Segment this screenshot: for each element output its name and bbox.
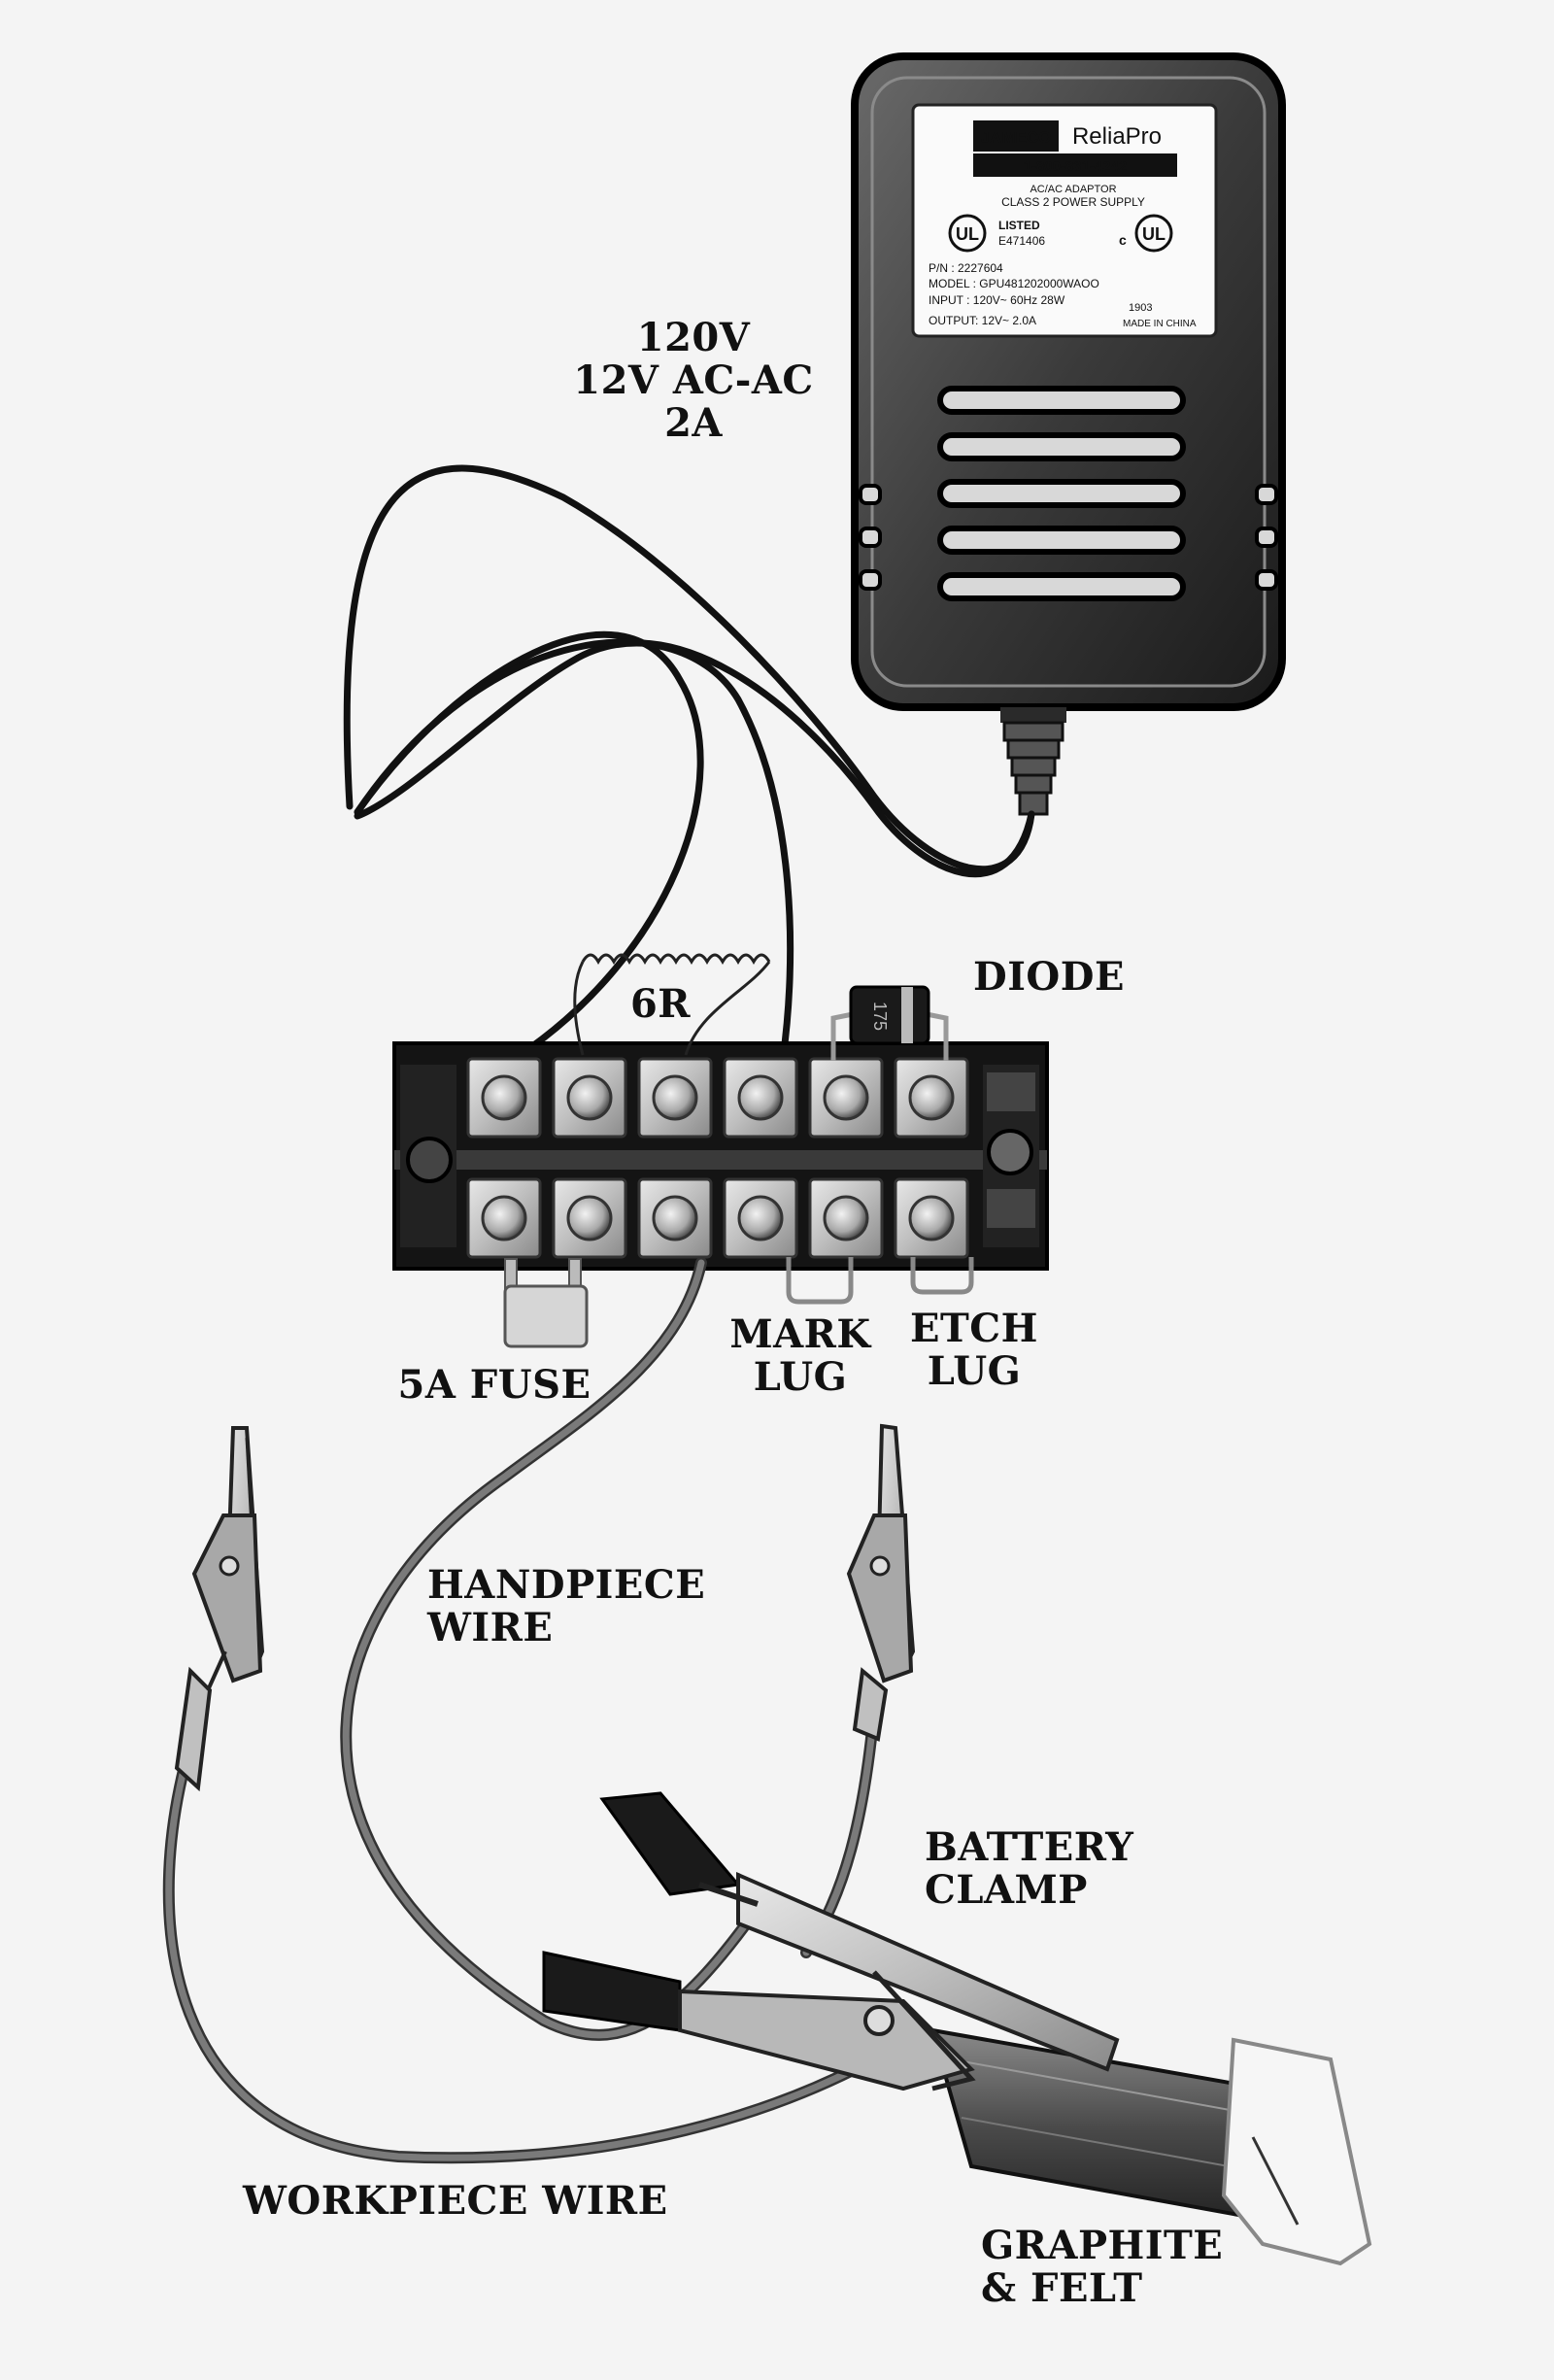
terminal-screws-top	[466, 1057, 969, 1139]
input-rating: INPUT : 120V~ 60Hz 28W	[929, 293, 1065, 307]
alligator-clip-left	[174, 1426, 265, 1792]
handpiece-wire-line-2: WIRE	[427, 1605, 554, 1650]
svg-text:UL: UL	[956, 224, 979, 244]
battery-clamp-label: BATTERY CLAMP	[925, 1826, 1167, 1912]
adapter-spec-label: 120V 12V AC-AC 2A	[567, 317, 820, 445]
ul-logo-icon	[948, 214, 987, 253]
date-code: 1903	[1129, 302, 1152, 314]
terminal-screws-bottom	[466, 1177, 969, 1259]
blade-fuse	[503, 1258, 589, 1348]
mark-lug-line-2: LUG	[753, 1354, 848, 1400]
mark-lug-label: MARK LUG	[723, 1313, 878, 1399]
terminal-block	[392, 1041, 1049, 1271]
handpiece-wire-label: HANDPIECE WIRE	[427, 1564, 719, 1649]
part-number: P/N : 2227604	[929, 261, 1003, 275]
made-in: MADE IN CHINA	[1123, 319, 1197, 329]
listed-text: LISTED	[998, 219, 1040, 232]
graphite-felt-line-1: GRAPHITE	[981, 2223, 1224, 2268]
battery-clamp-line-1: BATTERY	[925, 1824, 1134, 1870]
etch-lug-label: ETCH LUG	[892, 1308, 1057, 1393]
adapter-spec-line-2: 12V AC-AC	[573, 357, 814, 403]
graphite-felt-line-2: & FELT	[981, 2265, 1143, 2311]
brand-logo: JAMECO	[981, 128, 1052, 147]
battery-clamp	[542, 1791, 1120, 2091]
cord-strain-relief	[1000, 707, 1066, 816]
ac-adapter: JAMECO ReliaPro 1-800-831-4242 AC/AC ADA…	[851, 52, 1286, 816]
graphite-felt-label: GRAPHITE & FELT	[981, 2225, 1253, 2310]
diode-marking: 175	[870, 1002, 890, 1031]
adapter-spec-line-1: 120V	[636, 315, 751, 360]
adapter-spec-line-3: 2A	[664, 400, 723, 446]
adapter-side-notches	[859, 484, 1278, 591]
mark-lug	[786, 1257, 854, 1305]
workpiece-wire-label: WORKPIECE WIRE	[243, 2178, 668, 2224]
resistor-label: 6R	[629, 981, 692, 1027]
fuse-label: 5A FUSE	[397, 1362, 591, 1408]
etch-lug-line-2: LUG	[927, 1348, 1022, 1394]
brand2-logo: ReliaPro	[1072, 123, 1162, 150]
handpiece-wire	[340, 1257, 773, 2041]
resistor-coil	[573, 953, 771, 1056]
listing-number: E471406	[998, 234, 1045, 248]
adapter-type: AC/AC ADAPTOR	[1030, 184, 1116, 195]
phone-number: 1-800-831-4242	[1024, 158, 1128, 175]
alligator-clip-right	[846, 1423, 916, 1742]
output-rating: OUTPUT: 12V~ 2.0A	[929, 314, 1036, 327]
adapter-label-plate: JAMECO ReliaPro 1-800-831-4242 AC/AC ADA…	[911, 103, 1218, 338]
felt-pad	[1221, 2037, 1372, 2266]
etch-lug	[910, 1257, 974, 1295]
cul-logo-icon	[1134, 214, 1173, 253]
battery-clamp-line-2: CLAMP	[925, 1867, 1088, 1913]
model-number: MODEL : GPU481202000WAOO	[929, 277, 1099, 290]
mark-lug-line-1: MARK	[729, 1311, 871, 1357]
adapter-vents	[937, 386, 1186, 601]
adapter-power-cord	[343, 464, 1035, 1069]
adapter-class: CLASS 2 POWER SUPPLY	[1001, 195, 1145, 209]
svg-text:UL: UL	[1142, 224, 1166, 244]
handpiece-wire-line-1: HANDPIECE	[427, 1562, 706, 1608]
diode: 175	[830, 985, 949, 1061]
diode-label: DIODE	[973, 954, 1125, 1000]
svg-text:c: c	[1119, 232, 1127, 248]
etch-lug-line-1: ETCH	[910, 1306, 1038, 1351]
